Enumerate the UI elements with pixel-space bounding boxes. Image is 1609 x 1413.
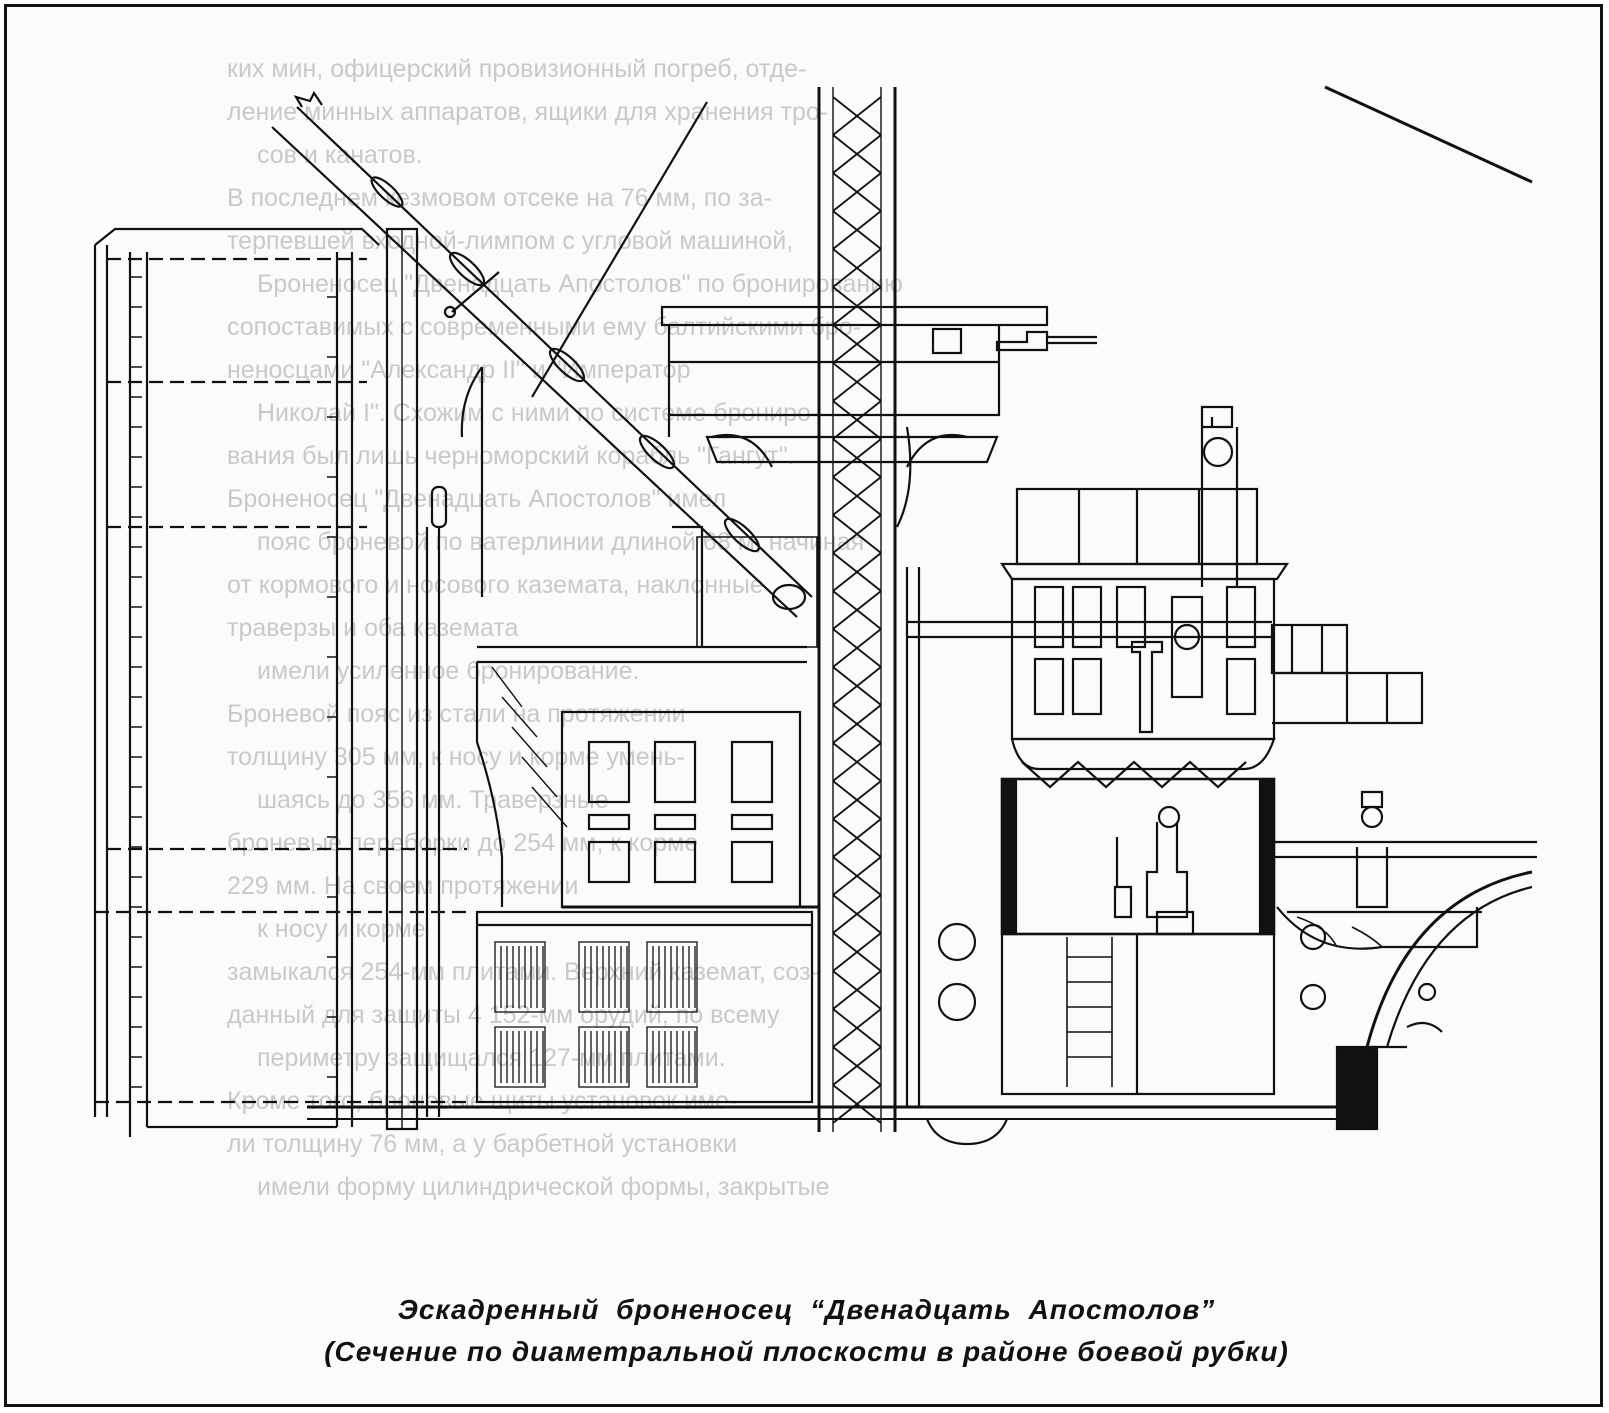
ghost-text-line: Броневой пояс из стали на протяжении	[227, 700, 685, 728]
grille-panel	[494, 1026, 546, 1088]
central-deckhouse	[475, 645, 819, 909]
ghost-text-line: к носу и корме	[257, 915, 426, 943]
grille-panel	[578, 1026, 630, 1088]
ghost-text-line: ление минных аппаратов, ящики для хранен…	[227, 98, 828, 126]
conning-tower	[999, 405, 1290, 1096]
grille-panel	[646, 941, 698, 1013]
frame-ladder-ticks	[130, 276, 337, 1088]
armor-plate-block	[1335, 1045, 1379, 1131]
ghost-text-line: сопоставимых с современными ему балтийск…	[227, 313, 861, 341]
ghost-text-line: вания был лишь черноморский корабль "Ган…	[227, 442, 795, 470]
ghost-text-line: толщину 305 мм, к носу и корме умень-	[227, 743, 685, 771]
grille-panel	[646, 1026, 698, 1088]
crane-boom	[271, 90, 813, 618]
portholes	[937, 922, 1327, 1022]
middle-left-posts	[385, 227, 484, 1131]
ghost-text-line: замыкался 254-мм плитами. Верхний казема…	[227, 958, 819, 986]
lower-compartment	[307, 910, 1347, 1146]
ghost-text-line: Броненосец "Двенадцать Апостолов" по бро…	[257, 270, 903, 298]
ghost-text-line: шаясь до 356 мм. Траверзные	[257, 786, 609, 814]
ghost-text-line: данный для защиты 4 152-мм орудий, по вс…	[227, 1001, 780, 1029]
lattice-mast	[817, 87, 897, 1132]
ghost-text-line: терпевшей входной-лимпом с угловой машин…	[227, 227, 793, 255]
mast-cross-bracing	[832, 96, 882, 1124]
ghost-text-line: от кормового и носового каземата, наклон…	[227, 571, 764, 599]
ghost-text-line: Николай I". Схожим с ними по системе бро…	[257, 399, 819, 427]
grille-panel	[494, 941, 546, 1013]
ghost-text-line: В последнем кезмовом отсеке на 76 мм, по…	[227, 184, 772, 212]
ghost-text-line: ли толщину 76 мм, а у барбетной установк…	[227, 1130, 737, 1158]
rigging-line	[1324, 85, 1533, 184]
figure-frame: ких мин, офицерский провизионный погреб,…	[4, 4, 1603, 1407]
curved-hull-rib	[1365, 870, 1533, 1049]
grille-panel	[578, 941, 630, 1013]
ghost-text-line: пояс броневой по ватерлинии длиной 68 м,…	[257, 528, 864, 556]
grille-bars	[584, 946, 628, 1008]
grille-bars	[652, 946, 696, 1008]
ghost-text-line: имели форму цилиндрической формы, закрыт…	[257, 1173, 830, 1201]
background-ghost-text: ких мин, офицерский провизионный погреб,…	[227, 55, 903, 1201]
ghost-text-line: периметру защищался 127-мм плитами.	[257, 1044, 726, 1072]
grille-bars	[500, 1031, 544, 1083]
cross-section-drawing: ких мин, офицерский провизионный погреб,…	[93, 55, 1537, 1201]
figure-caption-title: Эскадренный броненосец “Двенадцать Апост…	[397, 1294, 1216, 1325]
ghost-text-line: Броненосец "Двенадцать Апостолов" имел	[227, 485, 726, 513]
stay-line	[531, 101, 708, 398]
ghost-text-line: ких мин, офицерский провизионный погреб,…	[227, 55, 806, 83]
ghost-text-line: неносцами "Александр II" и "Император	[227, 356, 690, 384]
right-wing-platforms	[907, 620, 1537, 950]
ghost-text-line: 229 мм. На своем протяжении	[227, 872, 578, 900]
ghost-text-line: сов и канатов.	[257, 141, 423, 169]
left-frame-structure	[93, 227, 467, 1137]
grille-bars	[652, 1031, 696, 1083]
grille-bars	[584, 1031, 628, 1083]
figure-caption-subtitle: (Сечение по диаметральной плоскости в ра…	[324, 1336, 1289, 1367]
ghost-text-line: траверзы и оба каземата	[227, 614, 518, 642]
grille-bars	[500, 946, 544, 1008]
mast-base-details	[672, 426, 921, 1107]
